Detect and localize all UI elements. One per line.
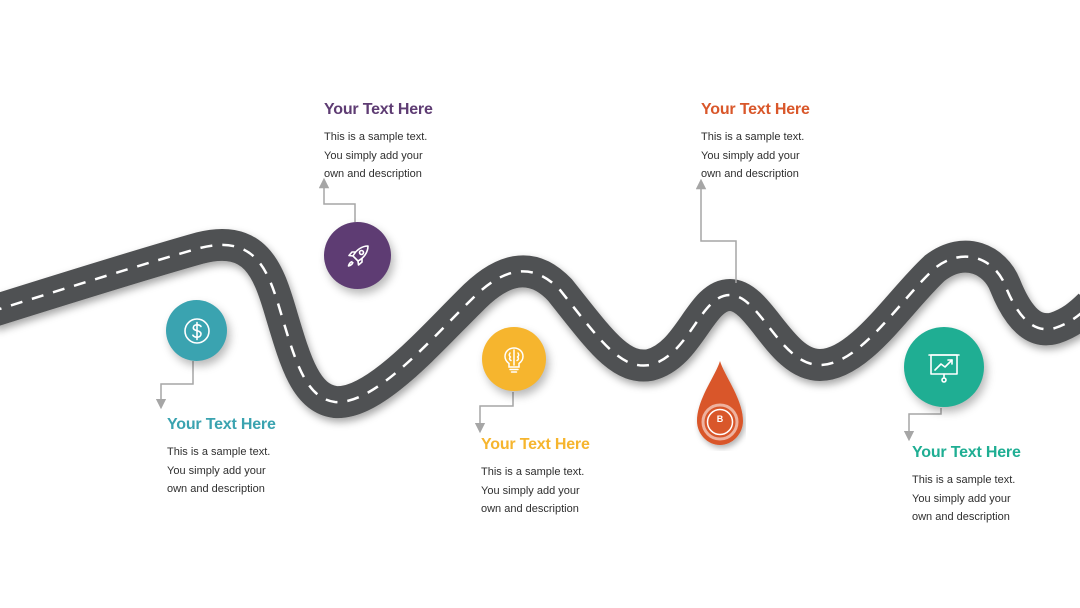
- milestone-circle-launch: [324, 222, 391, 289]
- block-description: This is a sample text. You simply add yo…: [167, 443, 357, 499]
- connector-arrow-finance: [155, 361, 194, 410]
- block-title: Your Text Here: [481, 436, 590, 453]
- description-line: own and description: [481, 503, 579, 515]
- description-line: own and description: [324, 168, 422, 180]
- description-line: This is a sample text.: [912, 474, 1016, 486]
- description-line: You simply add your: [481, 484, 580, 497]
- description-line: This is a sample text.: [481, 466, 585, 478]
- pin-label: B: [716, 414, 724, 424]
- description-line: This is a sample text.: [167, 446, 271, 458]
- milestone-circle-ideas: [482, 327, 546, 391]
- connector-arrow-strategy: [695, 178, 737, 283]
- connector-arrow-ideas: [474, 392, 514, 434]
- text-block-finance: Your Text Here This is a sample text. Yo…: [167, 416, 357, 499]
- text-block-ideas: Your Text Here This is a sample text. Yo…: [481, 436, 671, 519]
- block-title: Your Text Here: [701, 101, 810, 118]
- description-line: You simply add your: [701, 149, 800, 162]
- text-block-launch: Your Text Here This is a sample text. Yo…: [324, 101, 514, 184]
- block-description: This is a sample text. You simply add yo…: [912, 471, 1080, 527]
- text-block-growth: Your Text Here This is a sample text. Yo…: [912, 444, 1080, 527]
- description-line: own and description: [912, 511, 1010, 523]
- description-line: own and description: [701, 168, 799, 180]
- block-description: This is a sample text. You simply add yo…: [701, 128, 891, 184]
- block-description: This is a sample text. You simply add yo…: [324, 128, 514, 184]
- connector-arrow-launch: [318, 177, 356, 222]
- block-description: This is a sample text. You simply add yo…: [481, 463, 671, 519]
- description-line: You simply add your: [167, 464, 266, 477]
- connector-arrow-growth: [903, 408, 942, 442]
- description-line: You simply add your: [324, 149, 423, 162]
- description-line: You simply add your: [912, 492, 1011, 505]
- description-line: own and description: [167, 483, 265, 495]
- location-pin-icon: B: [694, 359, 746, 451]
- description-line: This is a sample text.: [324, 131, 428, 143]
- brain-bulb-icon: [504, 347, 524, 373]
- presentation-chart-icon: [928, 354, 960, 383]
- block-title: Your Text Here: [912, 444, 1021, 461]
- milestone-circle-growth: [904, 327, 984, 407]
- milestone-circle-finance: [166, 300, 227, 361]
- dollar-coin-icon: [183, 317, 210, 344]
- description-line: This is a sample text.: [701, 131, 805, 143]
- block-title: Your Text Here: [167, 416, 276, 433]
- text-block-strategy: Your Text Here This is a sample text. Yo…: [701, 101, 891, 184]
- block-title: Your Text Here: [324, 101, 433, 118]
- road-path: [0, 228, 1080, 418]
- rocket-icon: [347, 244, 369, 267]
